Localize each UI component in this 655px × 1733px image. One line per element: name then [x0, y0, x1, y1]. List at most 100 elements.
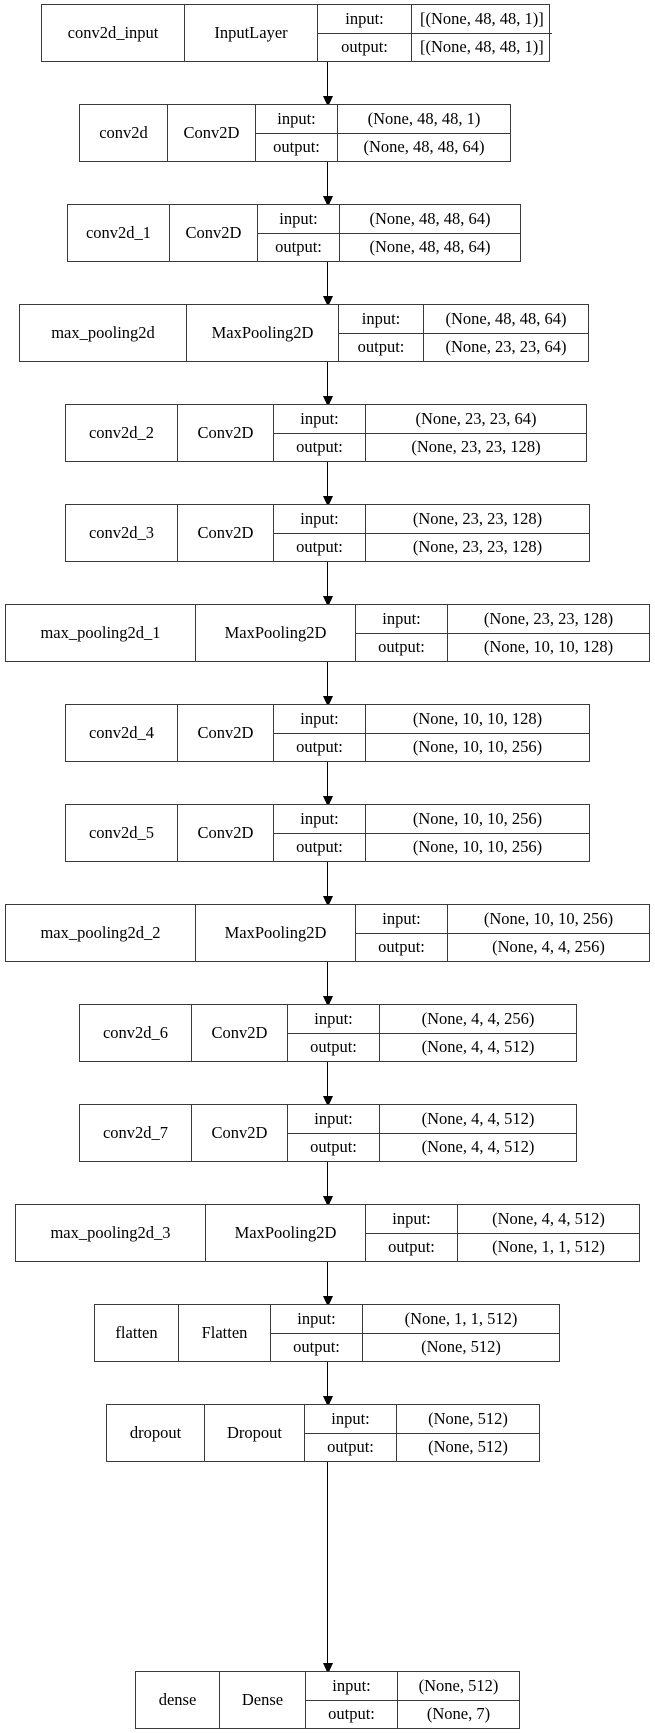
output-shape: (None, 23, 23, 64) — [445, 337, 567, 357]
output-label: output: — [274, 433, 366, 461]
io-row-output: output:(None, 48, 48, 64) — [256, 133, 510, 161]
io-row-output: output:(None, 10, 10, 256) — [274, 833, 589, 861]
input-shape: (None, 512) — [428, 1408, 508, 1428]
output-label: output: — [366, 1233, 458, 1261]
layer-type: InputLayer — [185, 5, 318, 61]
arrowhead-icon — [322, 996, 333, 1007]
layer-io-table: input:(None, 512)output:(None, 512) — [305, 1405, 539, 1461]
input-shape: [(None, 48, 48, 1)] — [420, 8, 544, 28]
layer-type: Dropout — [205, 1405, 305, 1461]
layer-name: dropout — [107, 1405, 205, 1461]
input-label: input: — [274, 705, 366, 733]
input-label: input: — [288, 1005, 380, 1033]
layer-name: conv2d_5 — [66, 805, 178, 861]
input-shape: (None, 10, 10, 256) — [483, 908, 614, 928]
arrowhead-icon — [322, 396, 333, 407]
layer-type: MaxPooling2D — [196, 605, 356, 661]
output-label: output: — [356, 933, 448, 961]
output-label: output: — [305, 1433, 397, 1461]
input-label: input: — [356, 605, 448, 633]
output-label: output: — [258, 233, 340, 261]
layer-name: conv2d_3 — [66, 505, 178, 561]
edge-conv2d_input-to-conv2d — [327, 62, 329, 96]
output-label: output: — [274, 533, 366, 561]
arrowhead-icon — [322, 1663, 333, 1674]
io-row-output: output:(None, 512) — [305, 1433, 539, 1461]
layer-io-table: input: (None, 4, 4, 256)output: (None, 4, … — [288, 1005, 576, 1061]
edge-max_pooling2d-to-conv2d_2 — [327, 362, 329, 396]
io-row-output: output:(None, 512) — [271, 1333, 559, 1361]
output-shape: (None, 23, 23, 128) — [412, 537, 543, 557]
input-shape: (None, 23, 23, 128) — [483, 608, 614, 628]
arrowhead-icon — [322, 596, 333, 607]
arrowhead-icon — [322, 96, 333, 107]
input-label: input: — [339, 305, 424, 333]
layer-type: Conv2D — [178, 705, 274, 761]
layer-type: Conv2D — [192, 1005, 288, 1061]
output-label: output: — [356, 633, 448, 661]
layer-io-table: input: (None, 23, 23, 128) output: (None, 1… — [356, 605, 649, 661]
input-shape: (None, 512) — [418, 1675, 499, 1695]
arrowhead-icon — [322, 296, 333, 307]
input-shape: (None, 48, 48, 1) — [367, 108, 481, 128]
output-shape: (None, 10, 10, 256) — [412, 737, 543, 757]
output-shape: (None, 10, 10, 128) — [483, 637, 614, 657]
output-label: output: — [288, 1033, 380, 1061]
edge-conv2d_1-to-max_pooling2d — [327, 262, 329, 296]
io-row-input: input: [(None, 48, 48, 1)] — [318, 5, 552, 34]
output-label: output: — [274, 733, 366, 761]
output-label: output: — [288, 1133, 380, 1161]
edge-max_pooling2d_1-to-conv2d_4 — [327, 662, 329, 696]
layer-io-table: input:(None, 48, 48, 64)output:(None, 48… — [258, 205, 520, 261]
layer-io-table: input:(None, 48, 48, 64)output:(None, 23… — [339, 305, 588, 361]
layer-io-table: input:(None, 23, 23, 64)output:(None, 23… — [274, 405, 586, 461]
input-shape: (None, 4, 4, 512) — [421, 1108, 535, 1128]
output-shape: [(None, 48, 48, 1)] — [420, 37, 544, 57]
arrowhead-icon — [322, 896, 333, 907]
io-row-input: input:(None, 512) — [305, 1405, 539, 1434]
layer-type: Conv2D — [178, 805, 274, 861]
io-row-input: input: (None, 10, 10, 128) — [274, 705, 589, 734]
output-shape: (None, 1, 1, 512) — [492, 1237, 605, 1257]
input-label: input: — [318, 5, 412, 33]
edge-flatten-to-dropout — [327, 1362, 329, 1396]
io-row-output: output:(None, 7) — [306, 1700, 519, 1728]
output-label: output: — [256, 133, 338, 161]
layer-type: MaxPooling2D — [196, 905, 356, 961]
input-shape: (None, 10, 10, 128) — [412, 708, 543, 728]
input-shape: (None, 23, 23, 64) — [415, 408, 537, 428]
input-label: input: — [258, 205, 340, 233]
layer-name: conv2d_6 — [80, 1005, 192, 1061]
layer-name: dense — [136, 1672, 220, 1728]
io-row-input: input: (None, 4, 4, 256) — [288, 1005, 576, 1034]
input-label: input: — [356, 905, 448, 933]
io-row-input: input:(None, 48, 48, 64) — [339, 305, 588, 334]
edge-max_pooling2d_2-to-conv2d_6 — [327, 962, 329, 996]
io-row-input: input: (None, 10, 10, 256) — [356, 905, 649, 934]
output-shape: (None, 48, 48, 64) — [369, 237, 491, 257]
layer-type: Flatten — [179, 1305, 271, 1361]
io-row-output: output: (None, 10, 10, 128) — [356, 633, 649, 661]
input-shape: (None, 1, 1, 512) — [404, 1308, 518, 1328]
io-row-input: input:(None, 48, 48, 1) — [256, 105, 510, 134]
edge-conv2d_3-to-max_pooling2d_1 — [327, 562, 329, 596]
arrowhead-icon — [322, 196, 333, 207]
layer-name: conv2d — [80, 105, 168, 161]
input-label: input: — [306, 1672, 398, 1700]
output-shape: (None, 4, 4, 512) — [421, 1137, 535, 1157]
edge-max_pooling2d_3-to-flatten — [327, 1262, 329, 1296]
input-label: input: — [288, 1105, 380, 1133]
input-shape: (None, 4, 4, 256) — [421, 1008, 535, 1028]
layer-type: Conv2D — [170, 205, 258, 261]
